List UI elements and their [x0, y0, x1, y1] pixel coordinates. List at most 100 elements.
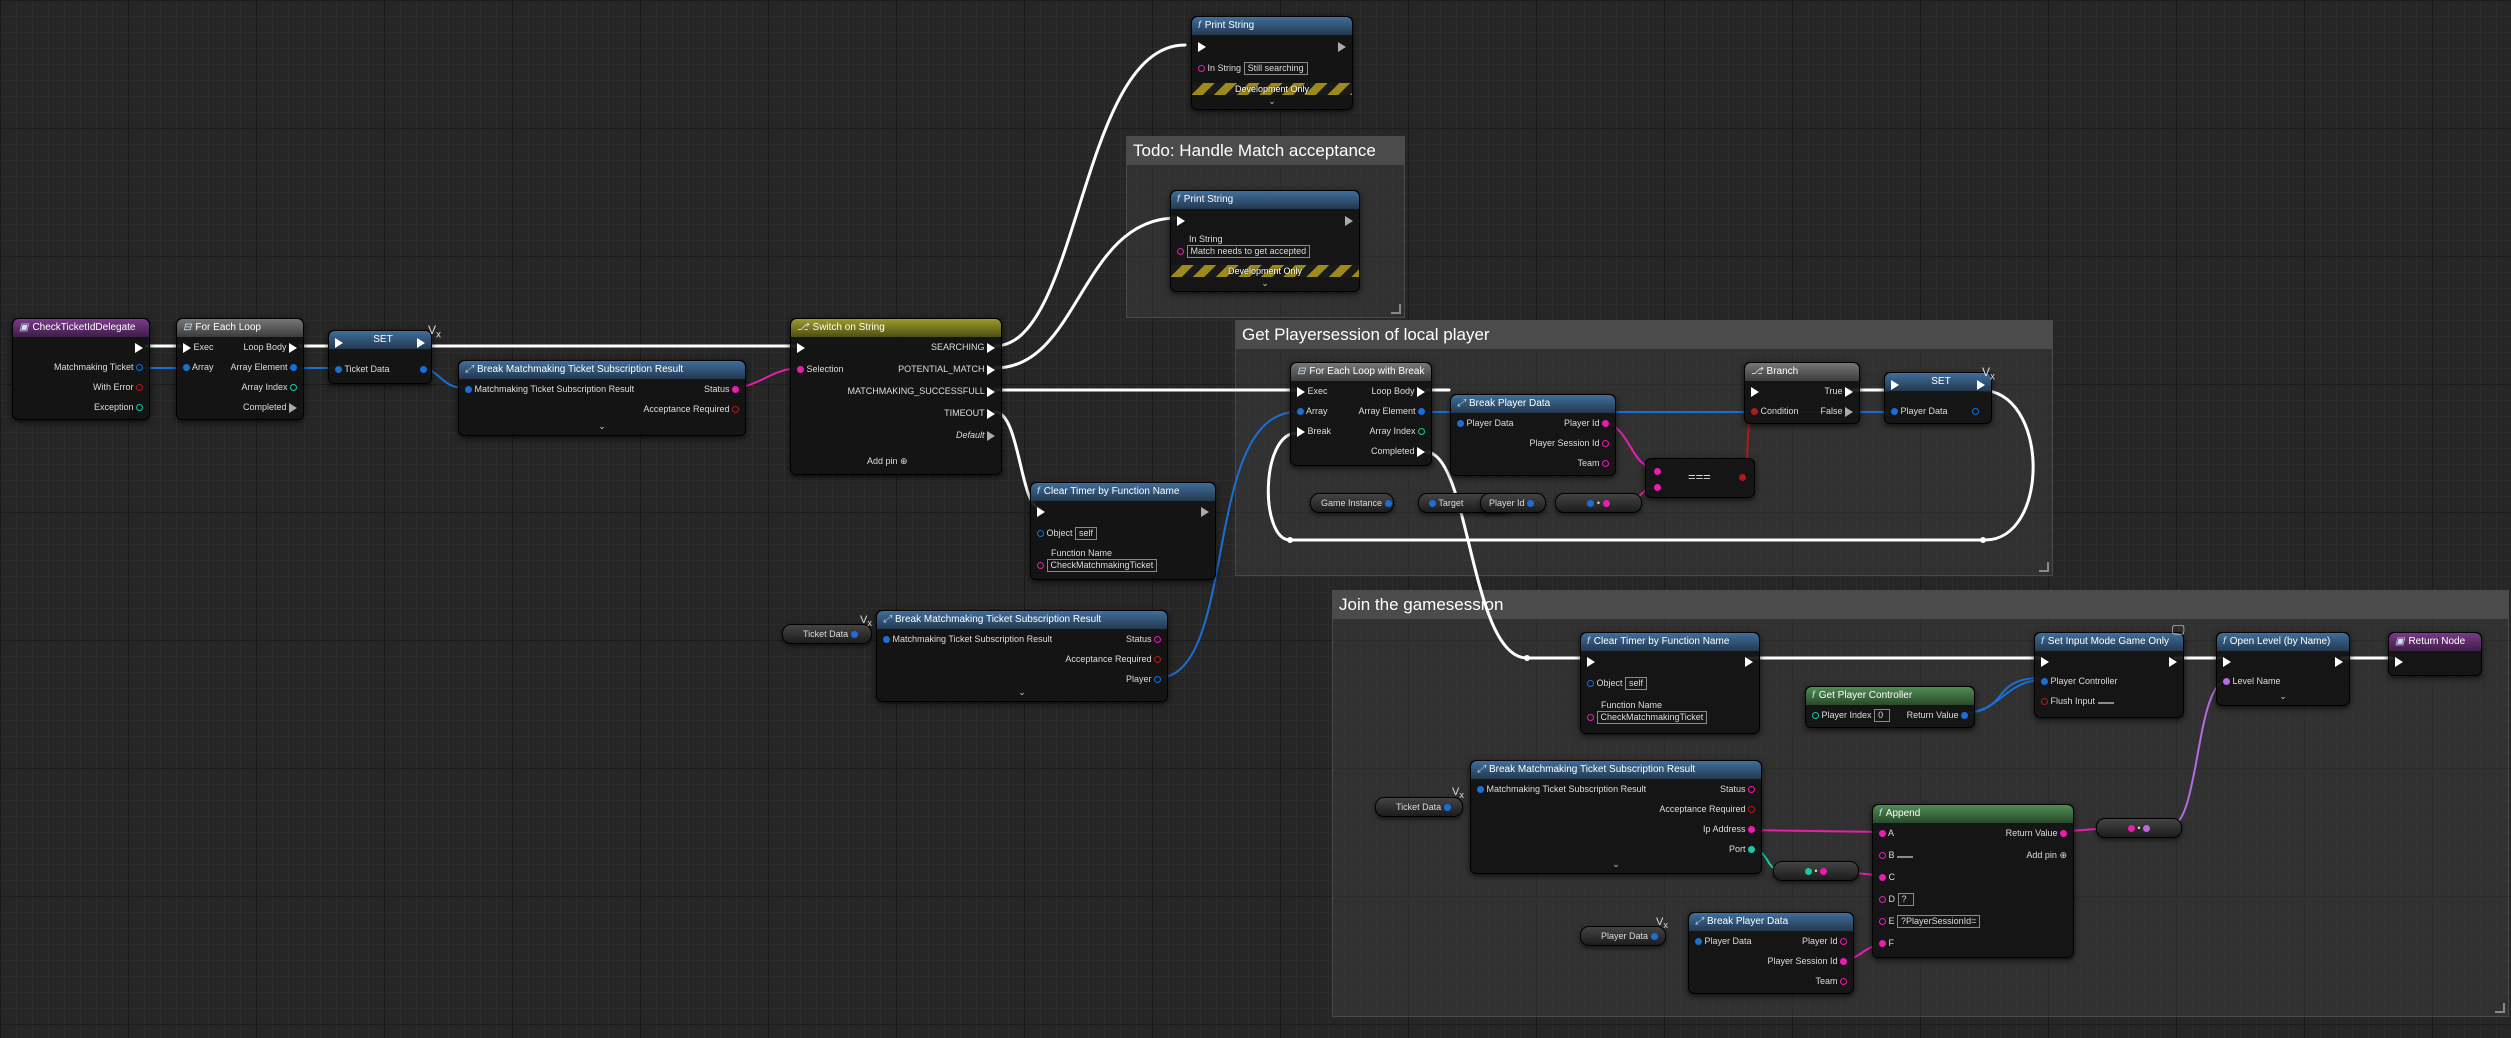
convert-in-pin[interactable] — [1804, 868, 1812, 876]
f-pin[interactable] — [1879, 940, 1886, 948]
player-session-id-pin[interactable] — [1840, 958, 1847, 966]
searching-pin[interactable] — [987, 342, 995, 353]
with-error-pin[interactable] — [136, 384, 143, 392]
exec-in-pin[interactable] — [797, 342, 805, 353]
break-pin[interactable] — [1297, 426, 1305, 437]
exec-out-pin[interactable] — [1201, 506, 1209, 517]
selection-pin[interactable] — [797, 366, 804, 374]
chevron-down-icon[interactable]: ⌄ — [1268, 96, 1276, 106]
d-pin[interactable] — [1879, 896, 1886, 904]
branch-node[interactable]: ⎇Branch Condition True False — [1744, 362, 1860, 424]
set-variable-node[interactable]: SET Ticket Data — [328, 330, 432, 384]
chevron-down-icon[interactable]: ⌄ — [1612, 859, 1620, 869]
function-name-pin[interactable] — [1037, 562, 1044, 570]
for-each-loop-node[interactable]: ⊟For Each Loop Exec Array Loop Body Arra… — [176, 318, 304, 420]
player-data-in-pin[interactable] — [1457, 420, 1464, 428]
player-id-out-pin[interactable] — [1527, 500, 1535, 508]
exec-out-pin[interactable] — [2335, 656, 2343, 667]
chevron-down-icon[interactable]: ⌄ — [1018, 687, 1026, 697]
to-string-node[interactable]: • — [1773, 861, 1859, 881]
player-pin[interactable] — [1154, 676, 1161, 684]
e-field[interactable]: ?PlayerSessionId= — [1897, 915, 1981, 928]
status-pin[interactable] — [732, 386, 739, 394]
convert-out-pin[interactable] — [2143, 825, 2151, 833]
break-ticket-result-node[interactable]: ⤢Break Matchmaking Ticket Subscription R… — [458, 360, 746, 436]
flush-input-checkbox[interactable] — [2097, 702, 2114, 704]
player-data-pin[interactable] — [1891, 408, 1898, 416]
b-pin[interactable] — [1654, 484, 1661, 492]
add-icon[interactable]: ⊕ — [900, 456, 908, 466]
a-pin[interactable] — [1654, 468, 1661, 476]
d-field[interactable]: ? — [1897, 893, 1914, 906]
convert-in-pin[interactable] — [2127, 825, 2135, 833]
in-string-pin[interactable] — [1177, 248, 1184, 256]
array-pin[interactable] — [183, 364, 190, 372]
return-node[interactable]: ▣Return Node — [2388, 632, 2482, 676]
object-pin[interactable] — [1587, 680, 1594, 688]
exception-pin[interactable] — [136, 404, 143, 412]
exec-in-pin[interactable] — [1037, 506, 1045, 517]
exec-out-pin[interactable] — [417, 337, 425, 348]
e-pin[interactable] — [1879, 918, 1886, 926]
level-name-pin[interactable] — [2223, 678, 2230, 686]
player-id-pin[interactable] — [1840, 938, 1847, 946]
matchmaking-ticket-pin[interactable] — [136, 364, 143, 372]
break-ticket-result-node[interactable]: ⤢Break Matchmaking Ticket Subscription R… — [876, 610, 1168, 702]
acceptance-pin[interactable] — [1748, 806, 1755, 814]
flush-input-pin[interactable] — [2041, 698, 2048, 706]
object-field[interactable]: self — [1075, 527, 1098, 540]
a-pin[interactable] — [1879, 830, 1886, 838]
variable-out-pin[interactable] — [1443, 804, 1451, 812]
in-string-pin[interactable] — [1198, 65, 1205, 73]
game-instance-out-pin[interactable] — [1384, 500, 1392, 508]
completed-pin[interactable] — [1417, 446, 1425, 457]
struct-in-pin[interactable] — [1477, 786, 1484, 794]
switch-on-string-node[interactable]: ⎇Switch on String Selection SEARCHING PO… — [790, 318, 1002, 475]
condition-pin[interactable] — [1751, 408, 1758, 416]
team-pin[interactable] — [1602, 460, 1609, 468]
port-pin[interactable] — [1748, 846, 1755, 854]
acceptance-pin[interactable] — [1154, 656, 1161, 664]
result-pin[interactable] — [1739, 474, 1746, 482]
struct-in-pin[interactable] — [883, 636, 890, 644]
team-pin[interactable] — [1840, 978, 1847, 986]
chevron-down-icon[interactable]: ⌄ — [2279, 691, 2287, 701]
convert-out-pin[interactable] — [1602, 500, 1610, 508]
array-index-pin[interactable] — [290, 384, 297, 392]
timeout-pin[interactable] — [987, 408, 995, 419]
target-in-pin[interactable] — [1429, 500, 1436, 508]
acceptance-pin[interactable] — [732, 406, 739, 414]
array-element-pin[interactable] — [1418, 408, 1425, 416]
default-pin[interactable] — [987, 430, 995, 441]
add-pin-button[interactable]: Add pin — [2026, 850, 2057, 860]
ticket-data-variable[interactable]: Ticket Data — [782, 624, 872, 644]
return-value-pin[interactable] — [1961, 712, 1968, 720]
equal-string-node[interactable]: === — [1645, 458, 1755, 498]
status-pin[interactable] — [1154, 636, 1161, 644]
function-name-field[interactable]: CheckMatchmakingTicket — [1046, 559, 1158, 572]
array-element-pin[interactable] — [290, 364, 297, 372]
to-string-node[interactable]: • — [1555, 493, 1642, 513]
add-icon[interactable]: ⊕ — [2059, 850, 2067, 860]
exec-in-pin[interactable] — [2395, 656, 2403, 667]
game-instance-node[interactable]: Game Instance — [1310, 493, 1394, 513]
player-session-id-pin[interactable] — [1602, 440, 1609, 448]
loop-body-pin[interactable] — [289, 342, 297, 353]
player-controller-pin[interactable] — [2041, 678, 2048, 686]
matchmaking-successful-pin[interactable] — [987, 386, 995, 397]
reroute-node[interactable] — [1524, 655, 1530, 661]
player-id-pin[interactable] — [1602, 420, 1609, 428]
resize-handle[interactable] — [2039, 562, 2049, 572]
variable-out-pin[interactable] — [850, 631, 858, 639]
false-pin[interactable] — [1845, 406, 1853, 417]
variable-out-pin[interactable] — [1650, 933, 1658, 941]
to-name-node[interactable]: • — [2096, 818, 2182, 838]
for-each-loop-with-break-node[interactable]: ⊟For Each Loop with Break Exec Array Bre… — [1290, 362, 1432, 466]
